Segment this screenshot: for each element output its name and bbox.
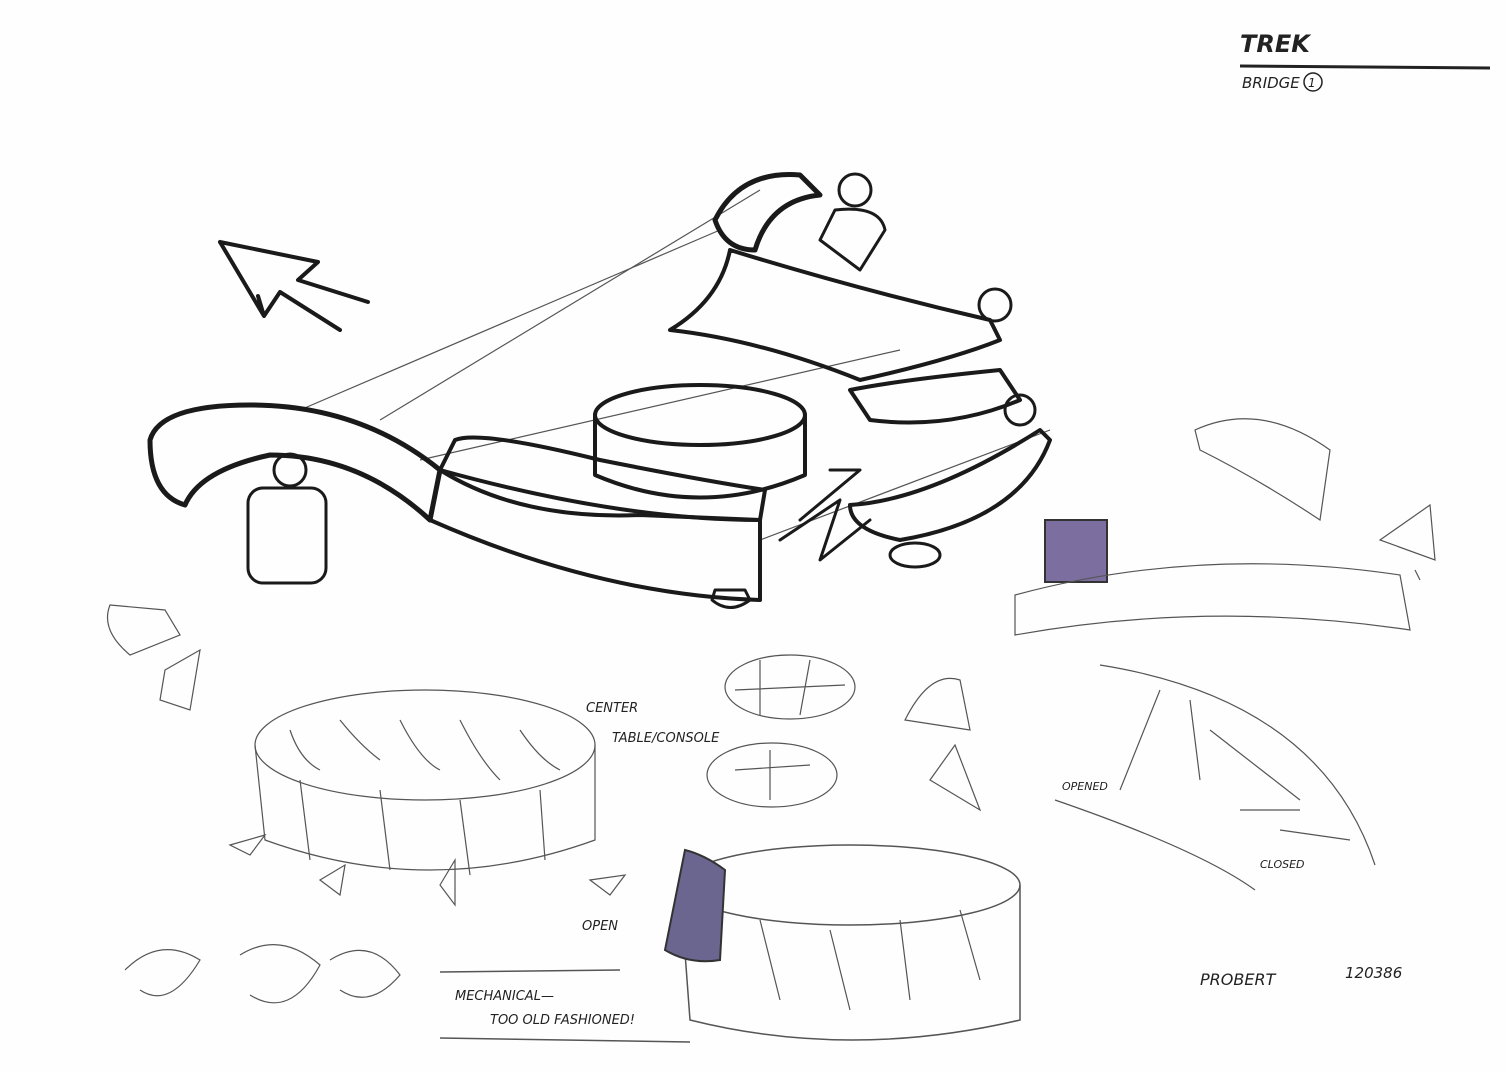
label-mechanical: MECHANICAL— (455, 989, 554, 1004)
title-text: TREK (1240, 30, 1312, 58)
label-too-old-fashioned: TOO OLD FASHIONED! (490, 1013, 635, 1028)
subtitle-text: BRIDGE (1242, 74, 1300, 92)
title-block: TREK BRIDGE 1 (1239, 30, 1491, 92)
direction-arrow (218, 240, 370, 332)
right-console-sketch (1014, 418, 1436, 891)
perspective-lines (299, 189, 1051, 541)
open-drum-sketch (663, 844, 1021, 1041)
center-console-drum (593, 383, 807, 500)
center-table-sketches (706, 654, 982, 812)
label-closed: CLOSED (1260, 858, 1305, 871)
label-table-console: TABLE/CONSOLE (612, 731, 720, 746)
label-open: OPEN (582, 919, 618, 934)
upper-stations (668, 172, 1052, 569)
artist-signature: PROBERT 120386 (1200, 964, 1402, 989)
label-center: CENTER (586, 701, 638, 716)
signature-name: PROBERT (1200, 970, 1277, 989)
signature-date: 120386 (1345, 964, 1402, 982)
label-opened: OPENED (1062, 780, 1108, 793)
left-console (147, 402, 767, 609)
sheet-number: 1 (1308, 76, 1316, 90)
mechanical-drum-sketch (106, 604, 627, 1004)
